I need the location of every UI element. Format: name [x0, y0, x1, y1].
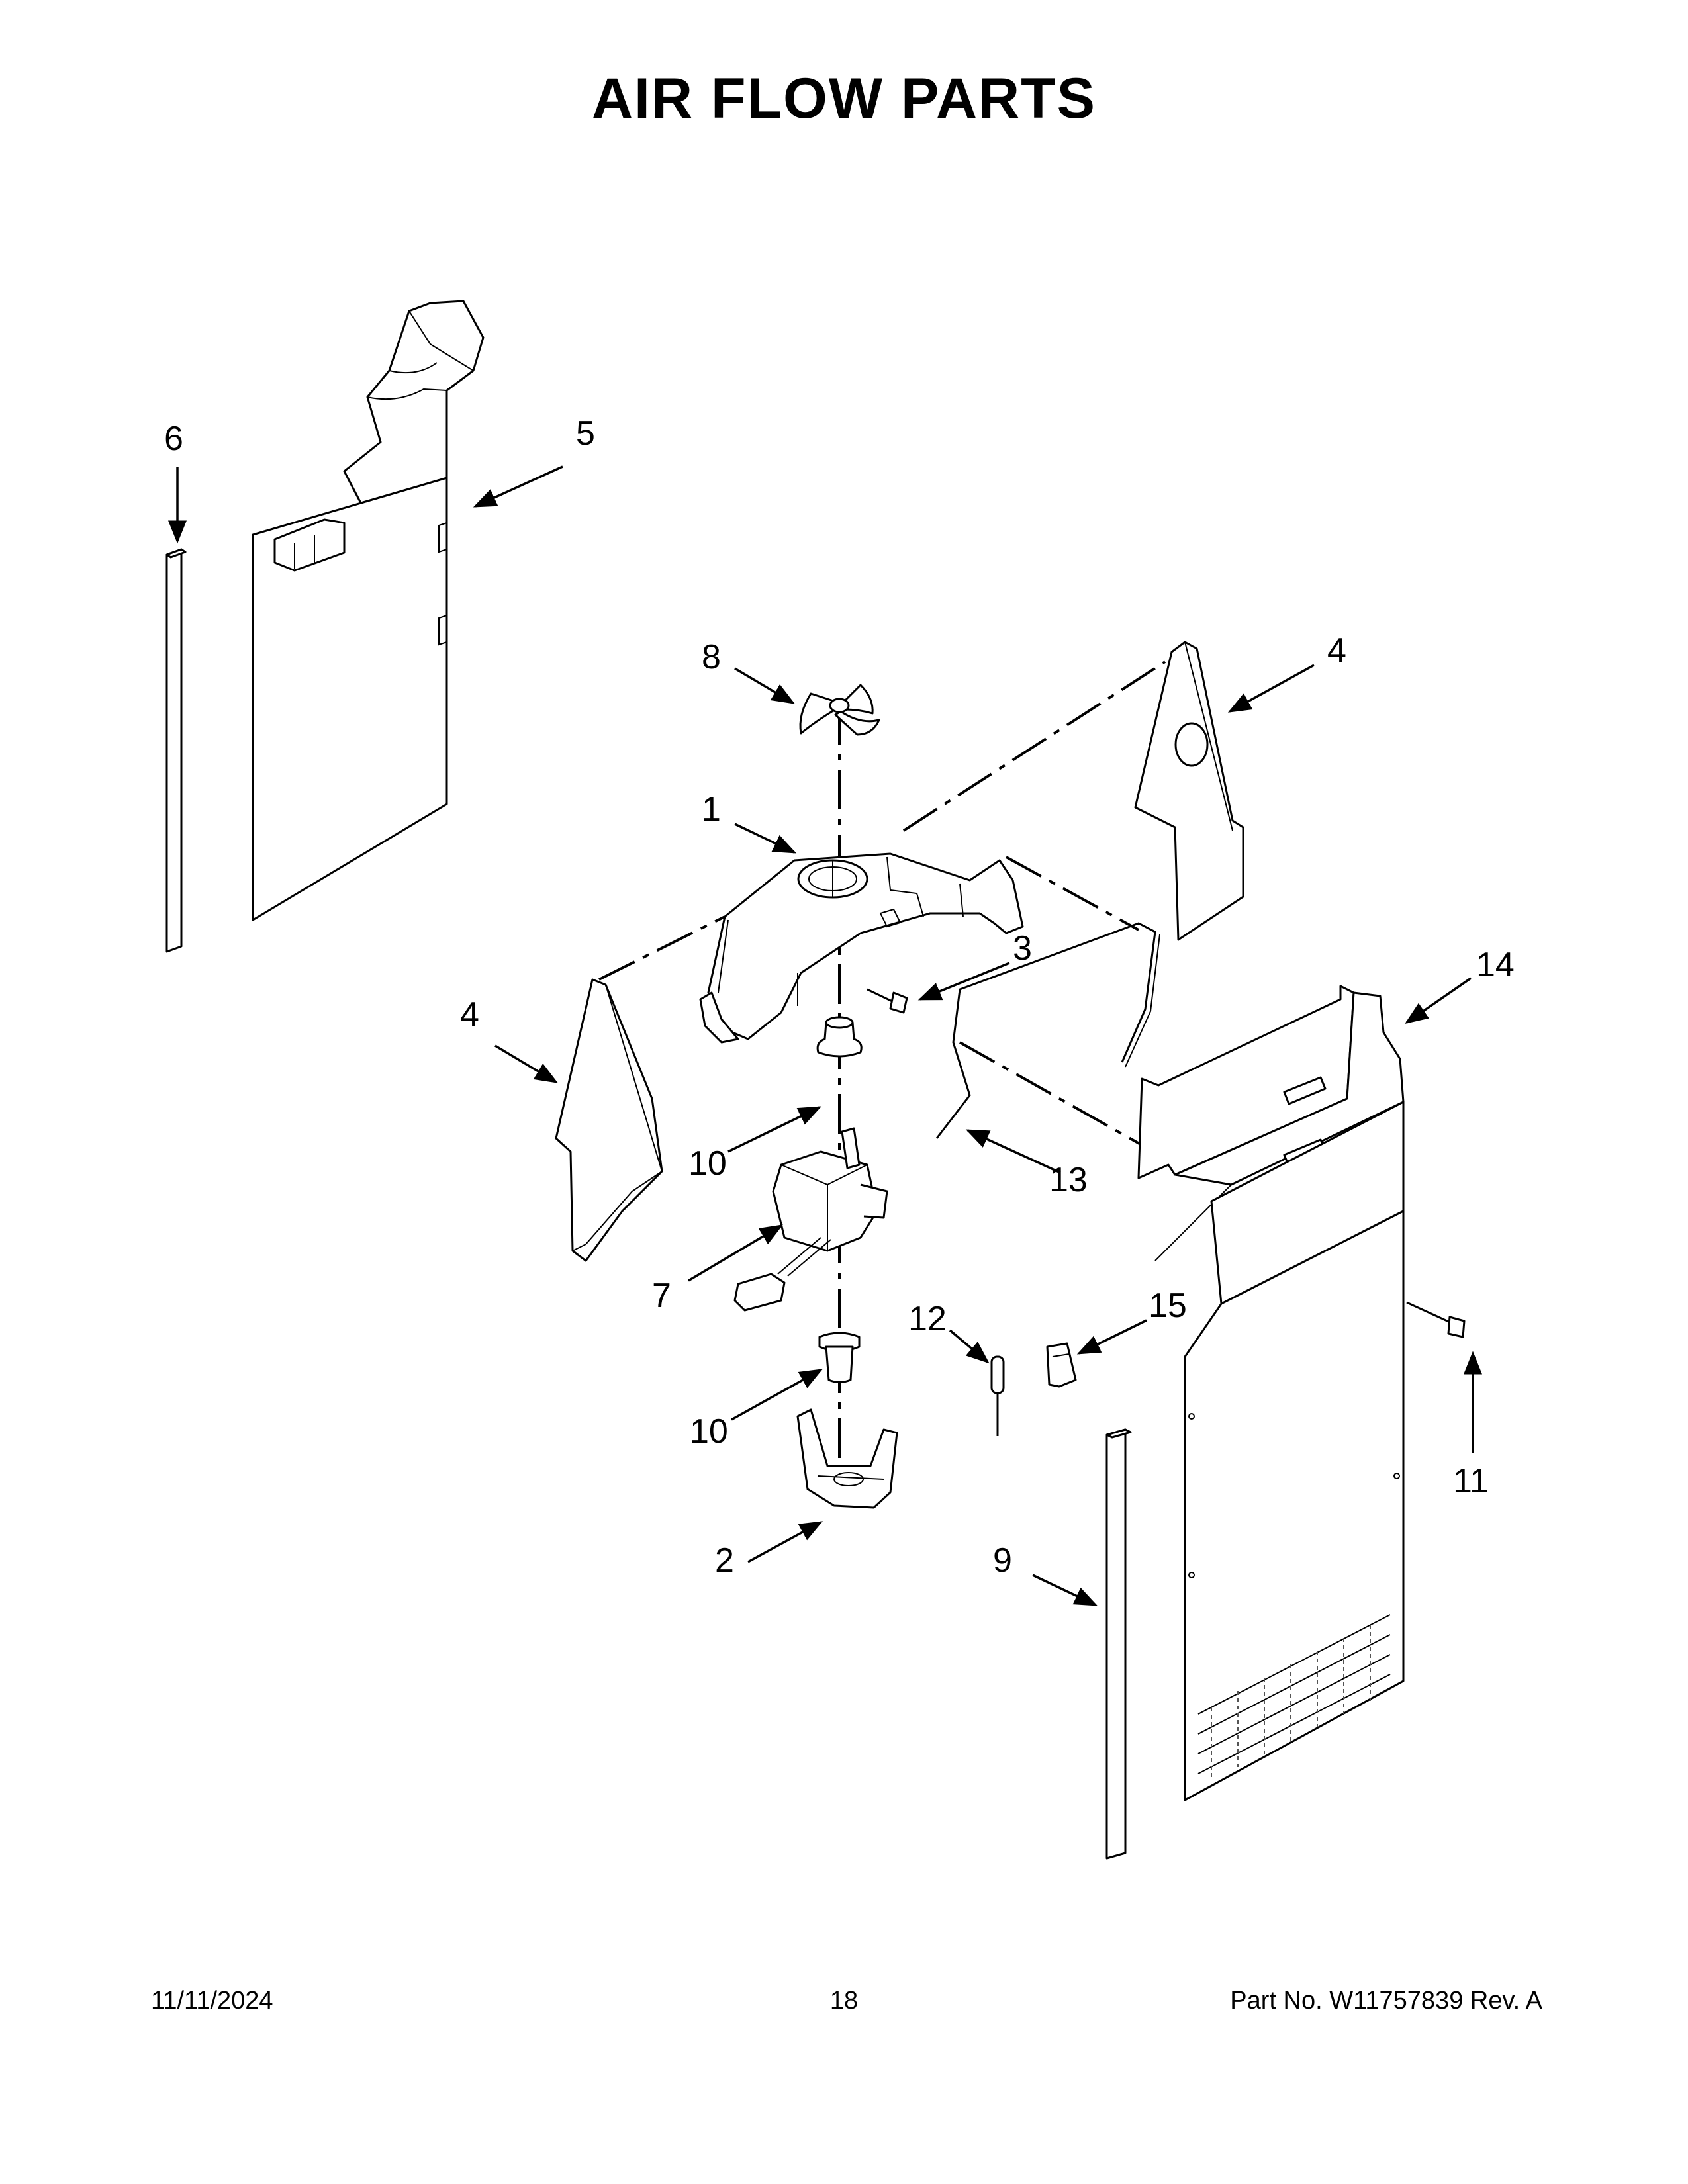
part-11-screw: [1406, 1301, 1466, 1338]
callout-2: 2: [715, 1541, 734, 1580]
part-7-fan-motor: [733, 1127, 888, 1312]
part-9-seal-strip: [1105, 1428, 1132, 1860]
part-12-sensor: [990, 1355, 1005, 1436]
part-2-motor-bracket: [796, 1408, 898, 1509]
page-title: AIR FLOW PARTS: [591, 67, 1097, 130]
part-4-baffle-right: [1134, 641, 1244, 941]
callout-labels: 6 5 4 8 1 3 4 14 10 13 7 12 15 10 11 2 9: [164, 414, 1515, 1580]
callout-12: 12: [908, 1300, 947, 1338]
callout-10-lower: 10: [690, 1412, 728, 1451]
callout-5: 5: [576, 414, 595, 453]
part-8-fan-blade: [799, 684, 880, 736]
footer-page-number: 18: [829, 1987, 859, 2015]
callout-7: 7: [652, 1277, 671, 1315]
footer-date: 11/11/2024: [151, 1987, 273, 2015]
callout-9: 9: [993, 1541, 1012, 1580]
part-15-clip: [1046, 1342, 1077, 1388]
callout-6: 6: [164, 420, 183, 458]
callout-14: 14: [1476, 946, 1515, 984]
callout-10-upper: 10: [688, 1144, 727, 1183]
callout-11: 11: [1453, 1462, 1489, 1500]
callout-1: 1: [702, 790, 721, 829]
assembly-lines: [598, 660, 1166, 1489]
callout-8: 8: [702, 638, 721, 676]
callout-4-right: 4: [1327, 631, 1346, 670]
footer-part-number: Part No. W11757839 Rev. A: [1230, 1987, 1542, 2015]
callout-4-left: 4: [460, 995, 479, 1034]
leader-arrows: [168, 465, 1482, 1606]
part-5-air-duct: [252, 300, 485, 921]
callout-13: 13: [1049, 1161, 1088, 1199]
part-10-grommet-lower: [818, 1332, 861, 1383]
part-1-fan-housing: [699, 852, 1024, 1044]
part-3-screw: [867, 988, 908, 1014]
part-6-seal-strip: [165, 548, 187, 953]
part-10-grommet-upper: [816, 1016, 863, 1058]
callout-15: 15: [1149, 1287, 1187, 1325]
part-13-wire-bracket: [935, 922, 1160, 1139]
part-4-baffle-left: [555, 978, 663, 1262]
part-14-evaporator-cover: [1137, 985, 1405, 1801]
callout-3: 3: [1013, 929, 1032, 968]
